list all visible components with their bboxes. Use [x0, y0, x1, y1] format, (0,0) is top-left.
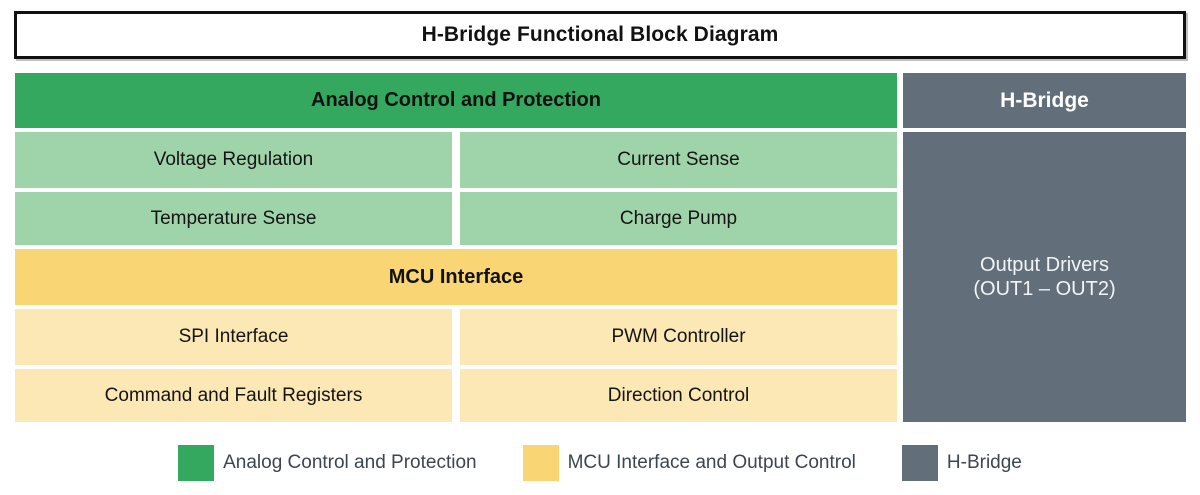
legend-swatch-hbridge-icon [901, 445, 938, 481]
block-spi-interface: SPI Interface [15, 309, 452, 365]
hbridge-header-block: H-Bridge [903, 73, 1186, 128]
hbridge-output-drivers-block: Output Drivers (OUT1 – OUT2) [903, 132, 1186, 422]
output-drivers-pins-label: (OUT1 – OUT2) [973, 278, 1116, 300]
block-voltage-regulation-label: Voltage Regulation [153, 149, 314, 171]
mcu-interface-header-block: MCU Interface [15, 249, 897, 305]
block-spi-interface-label: SPI Interface [178, 326, 289, 348]
block-charge-pump: Charge Pump [460, 192, 897, 245]
block-direction-control-label: Direction Control [607, 384, 750, 406]
diagram-title-box: H-Bridge Functional Block Diagram [14, 11, 1186, 59]
block-current-sense-label: Current Sense [617, 149, 740, 171]
block-pwm-controller-label: PWM Controller [611, 326, 746, 348]
legend-item-mcu: MCU Interface and Output Control [522, 445, 856, 481]
legend-item-analog: Analog Control and Protection [178, 445, 477, 481]
analog-control-header-label: Analog Control and Protection [311, 89, 601, 112]
block-voltage-regulation: Voltage Regulation [15, 132, 452, 188]
block-direction-control: Direction Control [460, 369, 897, 422]
hbridge-header-label: H-Bridge [1000, 88, 1089, 112]
block-pwm-controller: PWM Controller [460, 309, 897, 365]
block-command-and-fault-registers-label: Command and Fault Registers [104, 384, 363, 406]
block-temperature-sense: Temperature Sense [15, 192, 452, 245]
output-drivers-label: Output Drivers [980, 253, 1109, 276]
legend-label-hbridge: H-Bridge [946, 452, 1022, 473]
block-command-and-fault-registers: Command and Fault Registers [15, 369, 452, 422]
analog-control-header-block: Analog Control and Protection [15, 73, 897, 128]
block-charge-pump-label: Charge Pump [619, 207, 738, 229]
legend-swatch-analog-icon [178, 445, 215, 481]
legend-item-hbridge: H-Bridge [901, 445, 1022, 481]
legend-label-mcu: MCU Interface and Output Control [567, 452, 856, 473]
legend-swatch-mcu-icon [522, 445, 559, 481]
block-current-sense: Current Sense [460, 132, 897, 188]
block-temperature-sense-label: Temperature Sense [150, 207, 317, 229]
legend-label-analog: Analog Control and Protection [223, 452, 477, 473]
mcu-interface-header-label: MCU Interface [388, 265, 524, 288]
legend: Analog Control and Protection MCU Interf… [0, 437, 1200, 489]
page-title: H-Bridge Functional Block Diagram [421, 23, 779, 46]
